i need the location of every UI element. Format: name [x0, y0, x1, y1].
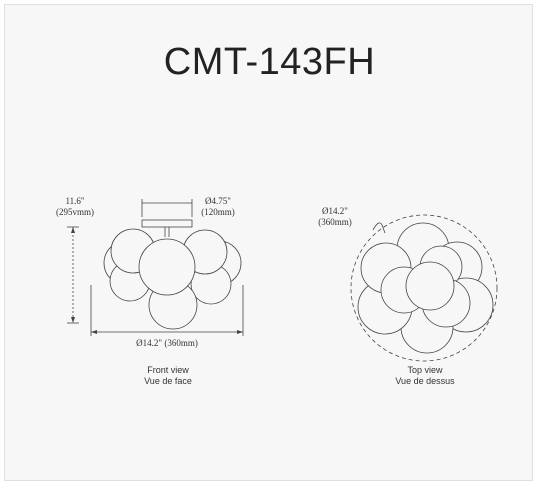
glass-disc — [405, 261, 455, 311]
canopy-label: Ø4.75" — [205, 196, 231, 206]
canopy — [141, 219, 193, 228]
front-view-caption: Front view Vue de face — [113, 365, 223, 387]
front-view-drawing — [67, 199, 244, 336]
top-view-caption: Top view Vue de dessus — [370, 365, 480, 387]
height-label-metric: (295vmm) — [56, 207, 94, 217]
leader-line — [372, 222, 386, 234]
diameter-label: Ø14.2" — [322, 206, 348, 216]
width-label: Ø14.2" (360mm) — [136, 338, 198, 348]
front-view-caption-fr: Vue de face — [144, 376, 192, 386]
glass-disc — [138, 238, 196, 296]
canopy-label-metric: (120mm) — [201, 207, 235, 217]
front-view-caption-en: Front view — [147, 365, 189, 375]
height-label: 11.6" — [65, 196, 84, 206]
top-view-caption-en: Top view — [407, 365, 443, 375]
diameter-label-metric: (360mm) — [318, 217, 352, 227]
diameter-outline — [350, 214, 498, 362]
spec-sheet: CMT-143FH — [4, 4, 533, 481]
technical-drawing: 11.6" (295vmm) Ø4.75" (120mm) Ø14.2" (36… — [56, 196, 498, 362]
top-view-caption-fr: Vue de dessus — [395, 376, 455, 386]
product-title: CMT-143FH — [163, 41, 376, 83]
top-view-drawing — [350, 214, 498, 362]
